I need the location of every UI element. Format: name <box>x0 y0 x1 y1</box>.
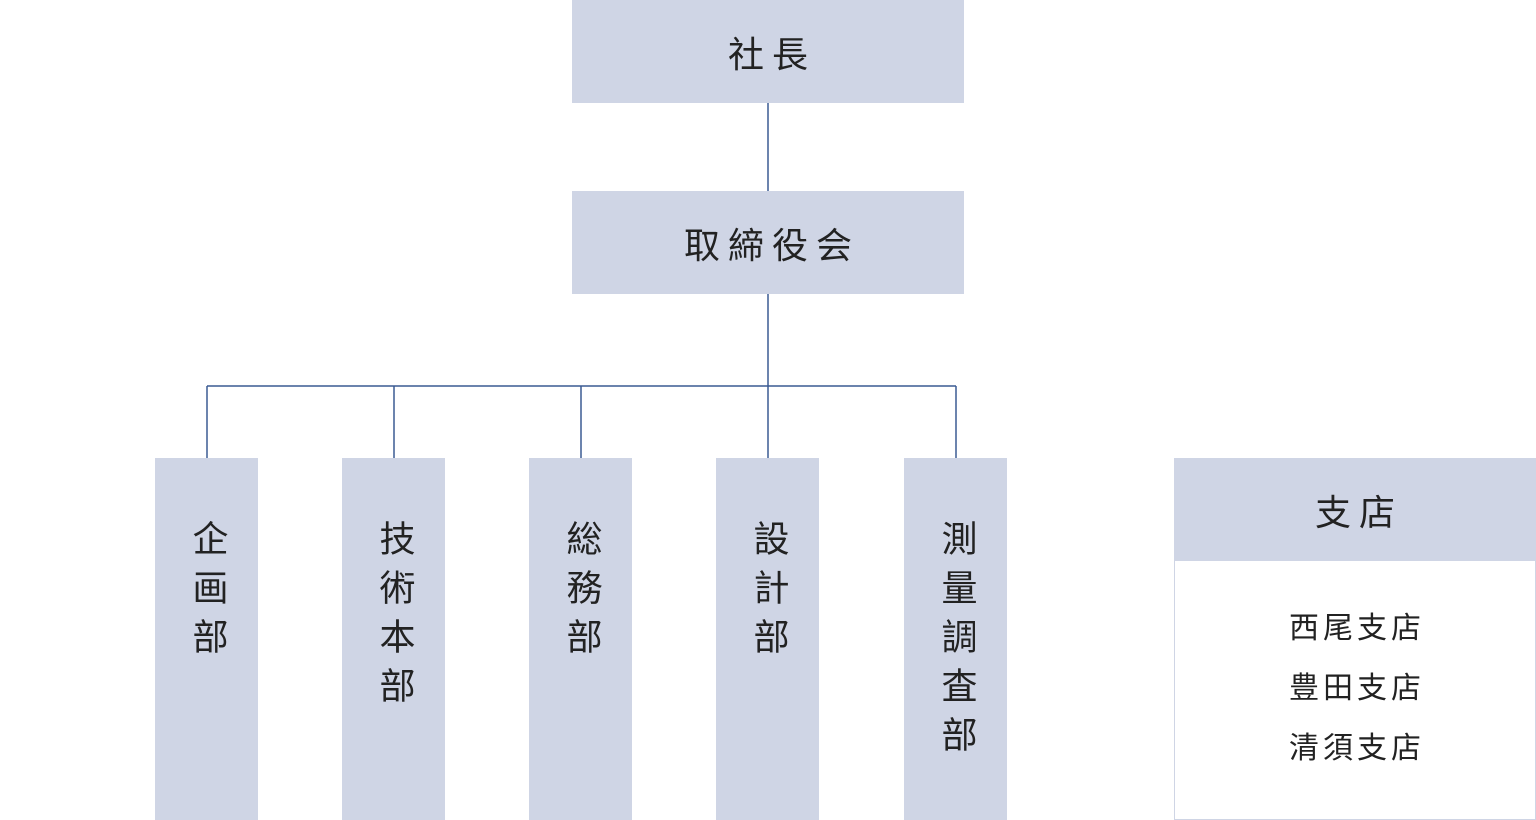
branch-item: 西尾支店 <box>1289 611 1425 646</box>
department-label: 技術本部 <box>373 520 415 716</box>
department-node: 企画部 <box>155 458 258 820</box>
board-node: 取締役会 <box>572 191 964 294</box>
branches-header: 支店 <box>1175 459 1535 561</box>
department-node: 技術本部 <box>342 458 445 820</box>
branch-item: 清須支店 <box>1289 731 1425 766</box>
branches-list: 西尾支店 豊田支店 清須支店 <box>1175 599 1535 779</box>
president-label: 社長 <box>727 34 816 76</box>
department-label: 企画部 <box>186 520 228 667</box>
department-node: 測量調査部 <box>904 458 1007 820</box>
branches-title: 支店 <box>1314 493 1403 534</box>
branches-panel: 支店 西尾支店 豊田支店 清須支店 <box>1174 458 1536 820</box>
president-node: 社長 <box>572 0 964 103</box>
department-label: 設計部 <box>747 520 789 667</box>
department-label: 総務部 <box>560 520 602 667</box>
department-node: 設計部 <box>716 458 819 820</box>
branch-item: 豊田支店 <box>1289 671 1425 706</box>
board-label: 取締役会 <box>683 225 860 267</box>
department-label: 測量調査部 <box>935 520 977 765</box>
department-node: 総務部 <box>529 458 632 820</box>
